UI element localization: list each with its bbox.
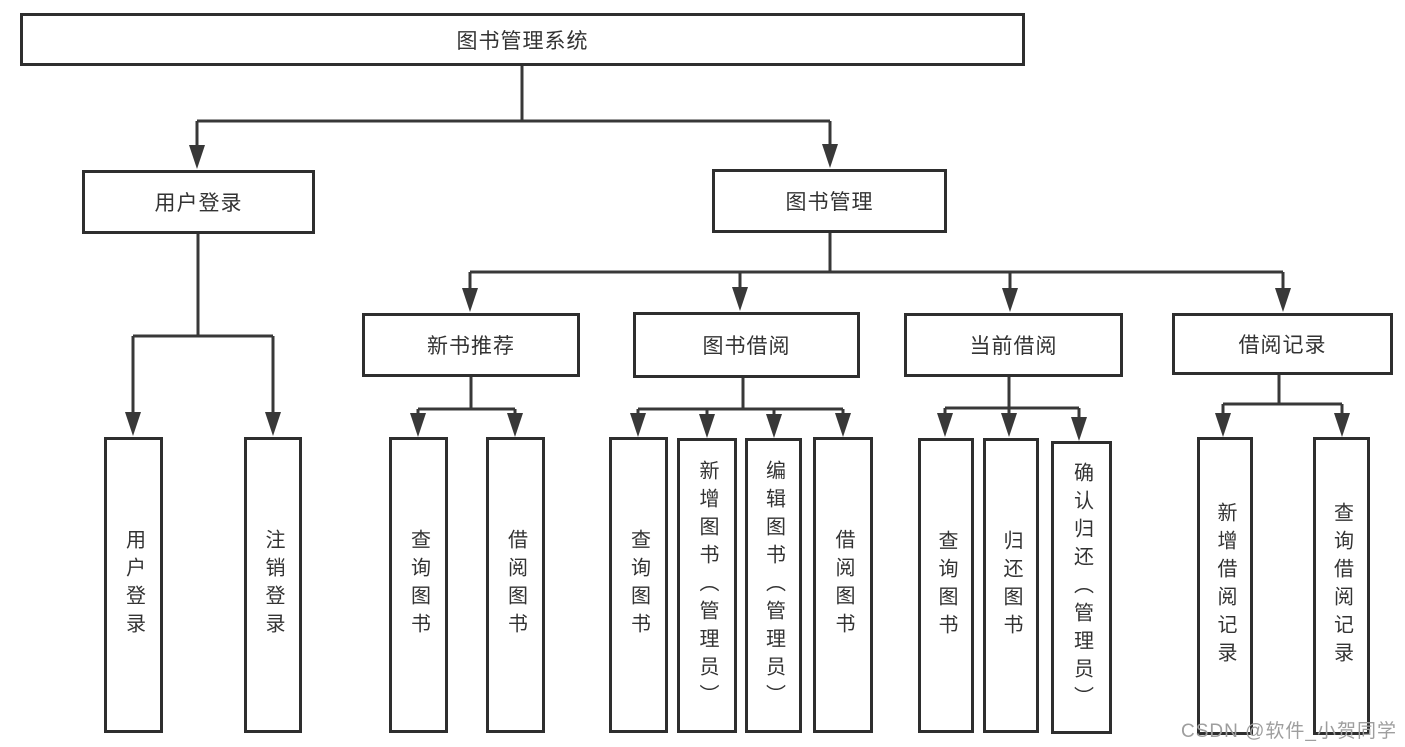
node-label: 新增图书（管理员） [696, 459, 718, 712]
leaf-user-login: 用户登录 [104, 437, 163, 733]
node-label: 查询图书 [627, 529, 650, 641]
node-label: 图书管理系统 [456, 29, 589, 53]
node-label: 用户登录 [154, 192, 243, 215]
node-label: 借阅记录 [1238, 334, 1327, 357]
leaf-query-borrow-record: 查询借阅记录 [1313, 437, 1370, 735]
leaf-query-books-current: 查询图书 [918, 438, 974, 733]
node-book-borrowing: 图书借阅 [633, 312, 860, 378]
leaf-borrow-books-recommend: 借阅图书 [486, 437, 545, 733]
node-label: 新增借阅记录 [1214, 502, 1236, 670]
leaf-edit-book-admin: 编辑图书（管理员） [745, 438, 802, 733]
node-label: 新书推荐 [427, 335, 515, 358]
csdn-watermark: CSDN @软件_小贺同学 [1181, 721, 1397, 742]
node-label: 注销登录 [262, 529, 284, 641]
node-label: 编辑图书（管理员） [762, 459, 785, 712]
node-current-borrowing: 当前借阅 [904, 313, 1123, 377]
leaf-confirm-return-admin: 确认归还（管理员） [1051, 441, 1112, 734]
node-label: 用户登录 [122, 529, 145, 641]
leaf-add-borrow-record: 新增借阅记录 [1197, 437, 1253, 735]
node-label: 查询图书 [407, 529, 430, 641]
node-label: 确认归还（管理员） [1070, 461, 1093, 714]
leaf-query-books-recommend: 查询图书 [389, 437, 448, 733]
node-label: 查询图书 [935, 529, 957, 642]
node-borrowing-records: 借阅记录 [1172, 313, 1393, 375]
leaf-query-books-borrowing: 查询图书 [609, 437, 668, 733]
leaf-logout: 注销登录 [244, 437, 302, 733]
node-label: 借阅图书 [832, 529, 854, 641]
node-label: 图书借阅 [702, 335, 791, 358]
leaf-add-book-admin: 新增图书（管理员） [677, 438, 737, 733]
node-library-management-system: 图书管理系统 [20, 13, 1025, 66]
leaf-return-book: 归还图书 [983, 438, 1039, 733]
node-new-book-recommendation: 新书推荐 [362, 313, 580, 377]
node-label: 图书管理 [785, 191, 874, 214]
node-label: 查询借阅记录 [1330, 502, 1353, 670]
node-book-management: 图书管理 [712, 169, 947, 233]
node-label: 归还图书 [1000, 529, 1022, 642]
node-label: 当前借阅 [969, 335, 1058, 358]
node-label: 借阅图书 [504, 529, 527, 641]
leaf-borrow-books-borrowing: 借阅图书 [813, 437, 873, 733]
node-user-login: 用户登录 [82, 170, 315, 234]
